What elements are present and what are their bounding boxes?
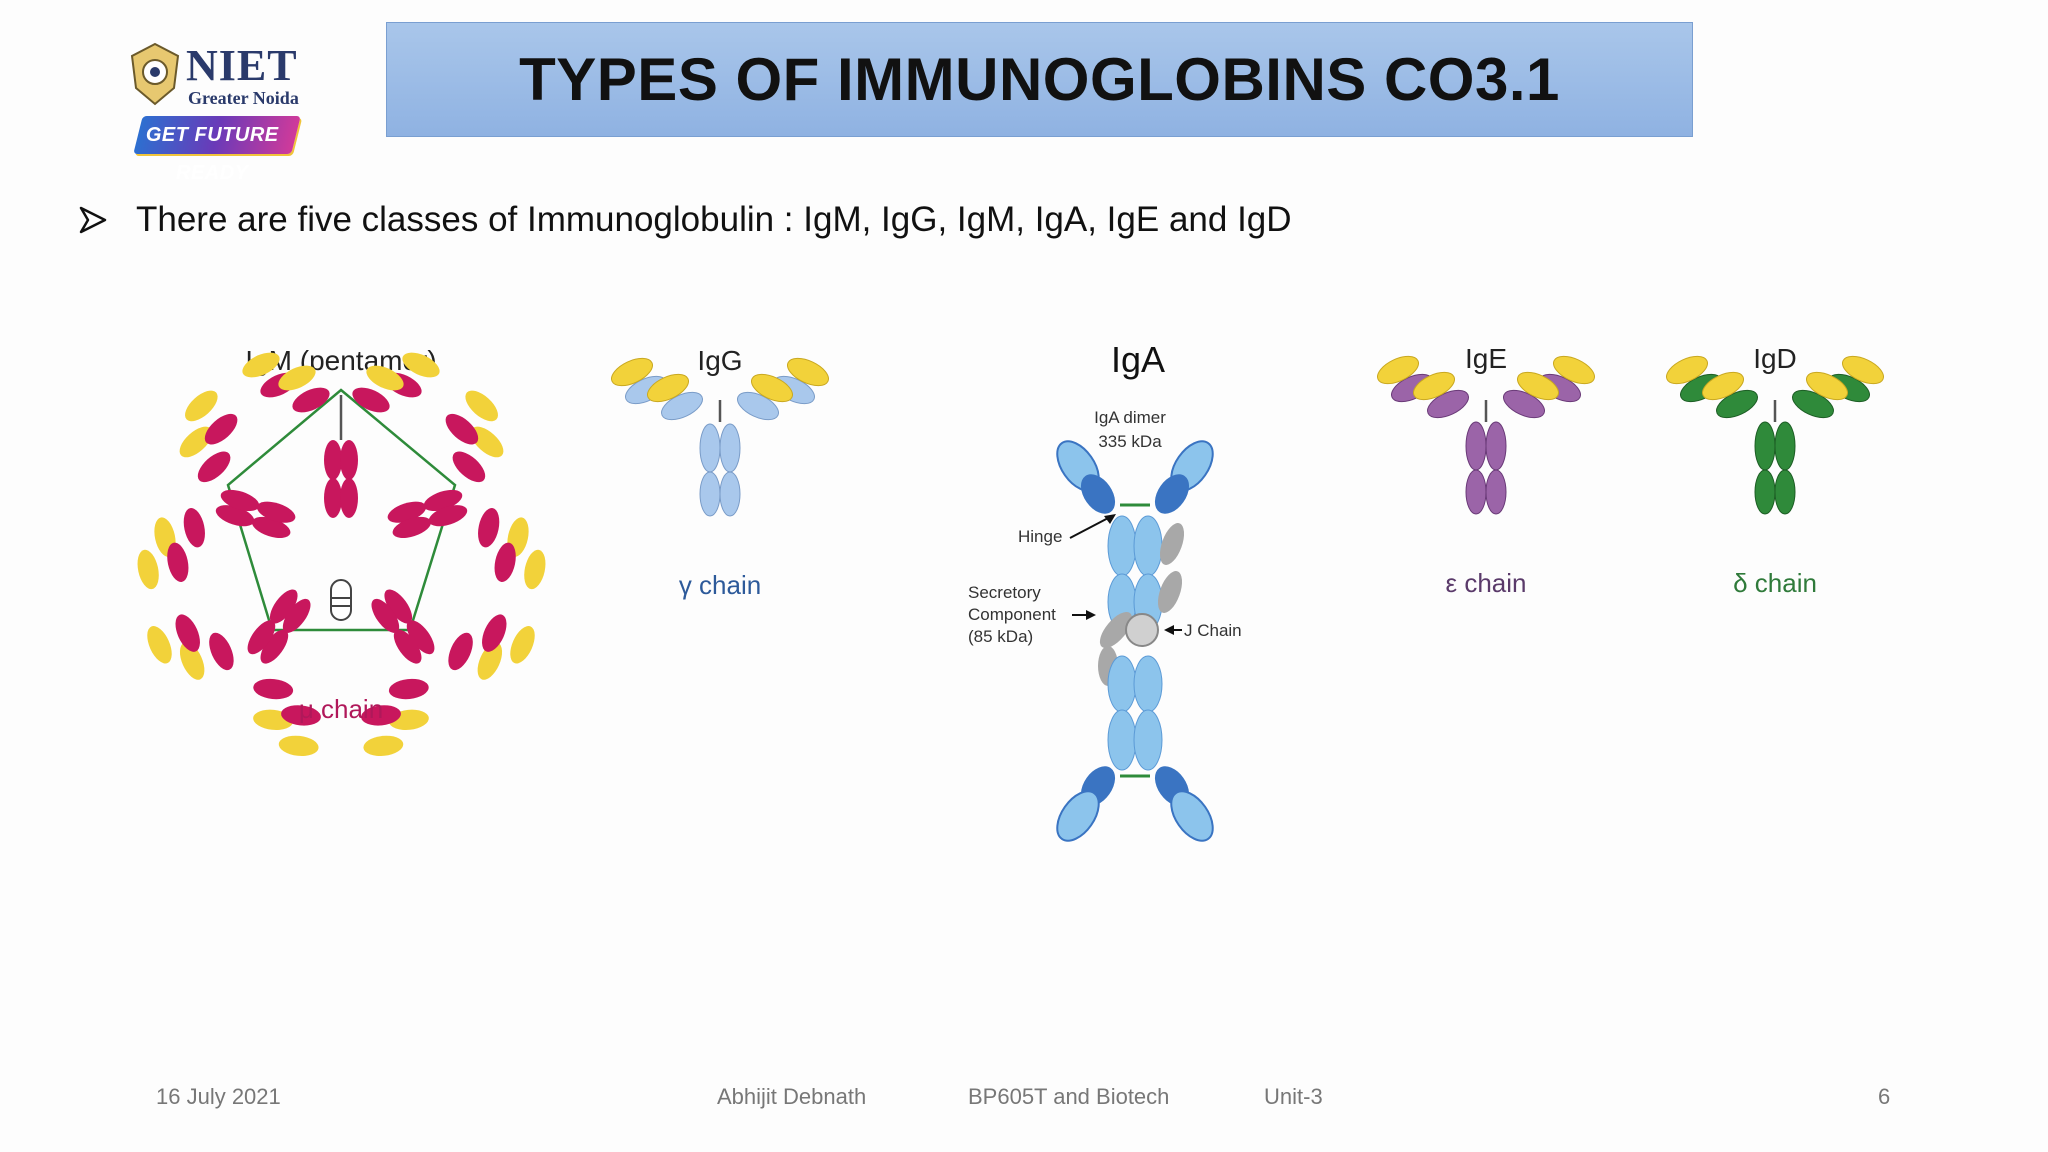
igd-antibody: δ chain [1666, 355, 1884, 598]
footer-date: 16 July 2021 [156, 1084, 281, 1109]
iga-secretory-line3: (85 kDa) [968, 627, 1033, 646]
crest-emblem-icon [130, 42, 180, 106]
igg-antibody: γ chain [611, 357, 829, 600]
arrow-bullet-icon [79, 206, 107, 234]
logo-subtitle: Greater Noida [188, 88, 299, 108]
ige-chain-label: ε chain [1446, 568, 1527, 598]
igd-chain-label: δ chain [1733, 568, 1817, 598]
iga-secretory-line2: Component [968, 605, 1056, 624]
niet-logo: NIET Greater Noida GET FUTURE READY [120, 30, 320, 184]
logo-name: NIET [186, 41, 298, 90]
igd-heading: IgD [1753, 343, 1797, 374]
iga-dimer: IgA dimer 335 kDa Hinge Secr [968, 408, 1242, 842]
iga-jchain-label: J Chain [1184, 621, 1242, 640]
title-banner: TYPES OF IMMUNOGLOBINS CO3.1 [386, 22, 1693, 137]
igm-chain-label: μ chain [299, 694, 383, 724]
footer-page-number: 6 [1878, 1084, 1891, 1109]
ige-heading: IgE [1465, 343, 1507, 374]
igg-chain-label: γ chain [679, 570, 761, 600]
iga-secretory-line1: Secretory [968, 583, 1041, 602]
footer-author: Abhijit Debnath [717, 1084, 867, 1109]
iga-hinge-label: Hinge [1018, 527, 1062, 546]
footer-unit: Unit-3 [1264, 1084, 1323, 1109]
igm-pentamer: μ chain [137, 352, 546, 757]
immunoglobulin-diagram: IgM (pentamer) IgG IgA IgE IgD [137, 339, 1884, 842]
bullet-text: There are five classes of Immunoglobulin… [136, 200, 1292, 239]
slide-title: TYPES OF IMMUNOGLOBINS CO3.1 [519, 46, 1560, 113]
iga-heading: IgA [1111, 339, 1165, 380]
bullet-point: There are five classes of Immunoglobulin… [78, 200, 1292, 240]
iga-dimer-label-line2: 335 kDa [1098, 432, 1162, 451]
ige-antibody: ε chain [1377, 355, 1595, 598]
footer-course: BP605T and Biotech [968, 1084, 1170, 1109]
igg-heading: IgG [697, 345, 742, 376]
logo-tagline: GET FUTURE READY [133, 116, 301, 184]
logo-tagline-text: GET FUTURE READY [145, 124, 279, 184]
iga-dimer-label-line1: IgA dimer [1094, 408, 1166, 427]
